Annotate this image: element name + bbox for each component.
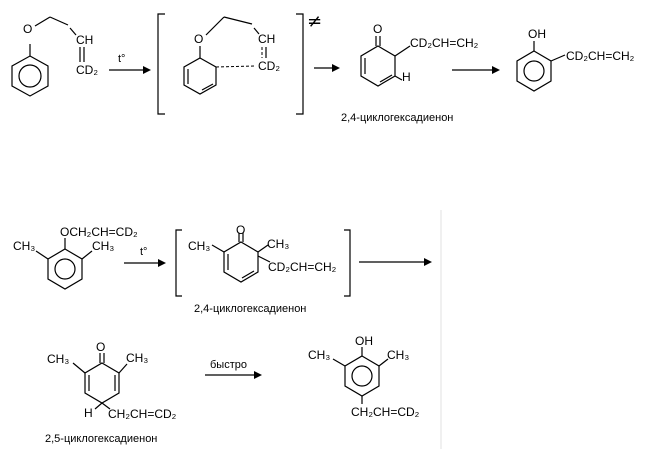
s2-dienone-25: O CH₃ CH₃ H CH₂CH=CD₂ 2,5-циклогексадиен… <box>45 340 177 445</box>
s2-reactant-ch3-right: CH₃ <box>92 239 114 253</box>
s1-intermediate-group: CD₂CH=CH₂ <box>410 36 479 50</box>
s2-dienone-ch3-left: CH₃ <box>47 352 69 366</box>
s2-reactant: OCH₂CH=CD₂ CH₃ CH₃ <box>13 225 138 290</box>
s1-product-group: CD₂CH=CH₂ <box>566 49 635 63</box>
s2-product-ch3-left: CH₃ <box>308 348 330 362</box>
s2-bracket-caption: 2,4-циклогексадиенон <box>194 303 306 315</box>
s2-arrow-2 <box>359 258 432 266</box>
s2-dienone-h: H <box>84 406 93 420</box>
s1-reactant-o: O <box>23 22 32 36</box>
s2-product-ch3-right: CH₃ <box>387 348 409 362</box>
s1-intermediate-h: H <box>402 70 411 84</box>
s1-arrow-2 <box>314 64 340 72</box>
s2-arrow-condition: t° <box>140 246 147 258</box>
s2-product: OH CH₃ CH₃ CH₂CH=CD₂ <box>308 334 420 419</box>
s1-intermediate: O CD₂CH=CH₂ H 2,4-циклогексадиенон <box>341 22 479 124</box>
s2-arrow-3: быстро <box>205 359 262 379</box>
s2-bracket-o: O <box>236 223 245 237</box>
s1-arrow-3 <box>452 66 500 74</box>
s2-bracket-ch3-left: CH₃ <box>188 239 210 253</box>
s1-arrow-condition: t° <box>118 53 125 65</box>
s1-product: OH CD₂CH=CH₂ <box>516 27 635 92</box>
s1-ts-mark: ≠ <box>307 11 322 32</box>
s2-arrow-1: t° <box>124 246 166 267</box>
s1-transition-state: ≠ O CH CD₂ <box>157 11 322 115</box>
s2-reactant-group: OCH₂CH=CD₂ <box>60 225 138 239</box>
s1-ts-cd2: CD₂ <box>258 59 280 73</box>
s1-product-oh: OH <box>528 27 546 41</box>
s1-intermediate-o: O <box>373 22 382 36</box>
s2-bracket-species: O CH₃ CH₃ CD₂CH=CH₂ 2,4-циклогексадиенон <box>175 223 351 315</box>
s1-reactant-cd2: CD₂ <box>76 63 98 77</box>
s2-product-group: CH₂CH=CD₂ <box>351 405 420 419</box>
s1-reactant: O CH CD₂ <box>11 16 98 97</box>
s1-intermediate-caption: 2,4-циклогексадиенон <box>341 112 453 124</box>
s1-ts-ch: CH <box>258 32 275 46</box>
s2-dienone-o: O <box>96 340 105 354</box>
s2-bracket-group: CD₂CH=CH₂ <box>268 260 337 274</box>
s2-bracket-ch3-right: CH₃ <box>267 237 289 251</box>
s1-reactant-ch: CH <box>76 33 93 47</box>
s2-product-oh: OH <box>355 334 373 348</box>
s2-dienone-group: CH₂CH=CD₂ <box>108 407 177 421</box>
s2-dienone-caption: 2,5-циклогексадиенон <box>45 433 157 445</box>
s1-ts-o: O <box>194 32 203 46</box>
s2-reactant-ch3-left: CH₃ <box>13 239 35 253</box>
s2-arrow-condition-fast: быстро <box>210 359 247 371</box>
s1-arrow-1: t° <box>109 53 151 74</box>
s2-dienone-ch3-right: CH₃ <box>126 351 148 365</box>
